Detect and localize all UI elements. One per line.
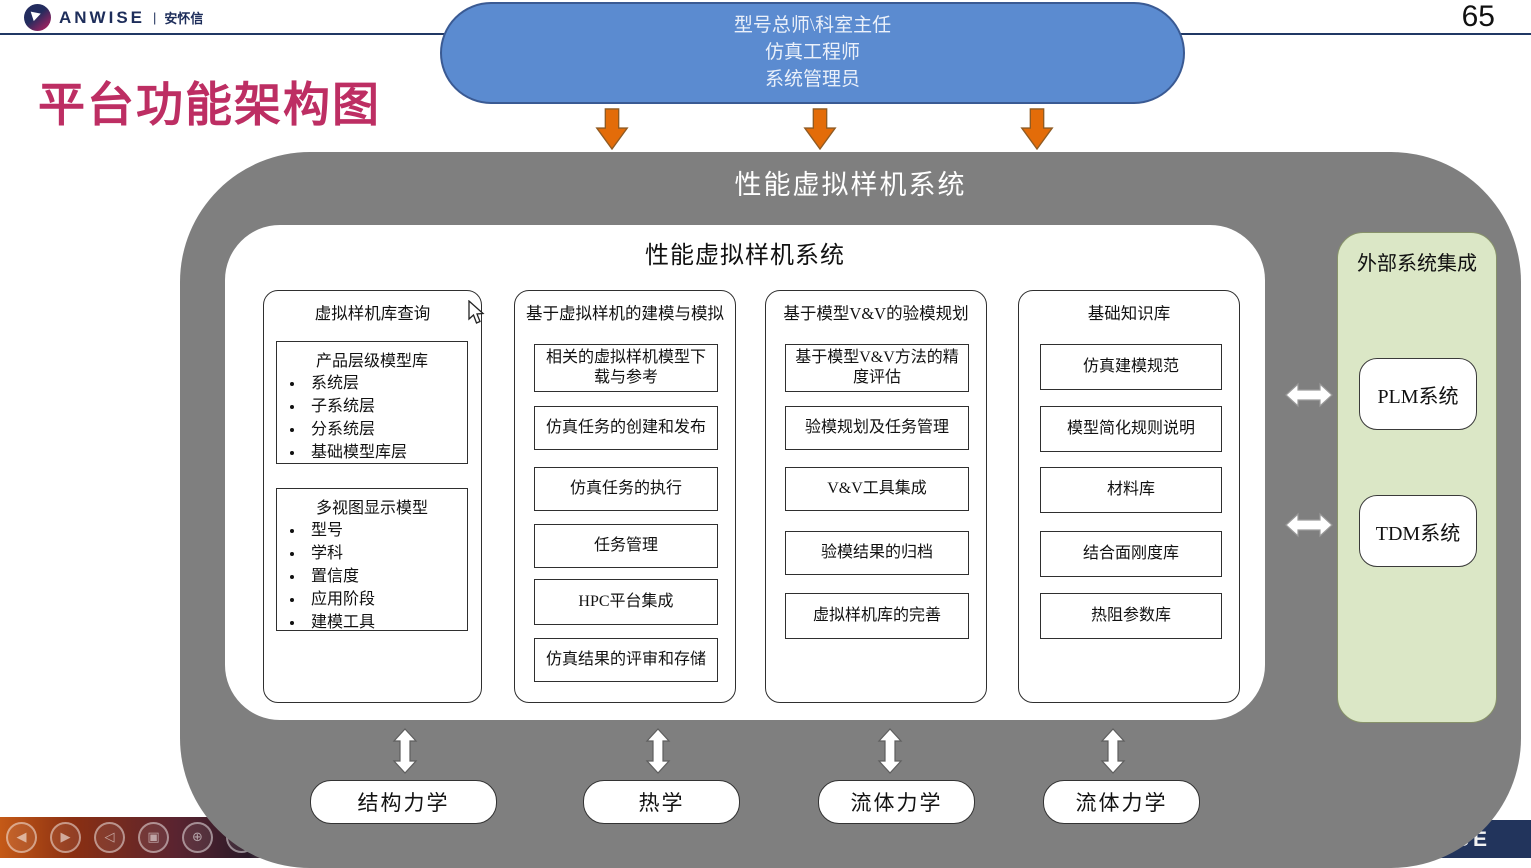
solver-box-thermal[interactable]: 热学 bbox=[583, 780, 740, 824]
function-box[interactable]: 模型简化规则说明 bbox=[1040, 406, 1222, 452]
function-box[interactable]: 热阻参数库 bbox=[1040, 593, 1222, 639]
double-arrow-vertical-icon bbox=[1100, 728, 1126, 774]
function-box[interactable]: 仿真任务的执行 bbox=[534, 467, 718, 511]
bullet-item: 型号 bbox=[305, 519, 463, 542]
function-column-modeling-simulation: 基于虚拟样机的建模与模拟 相关的虚拟样机模型下载与参考 仿真任务的创建和发布 仿… bbox=[514, 290, 736, 703]
tdm-system-box[interactable]: TDM系统 bbox=[1359, 495, 1477, 567]
function-box[interactable]: 任务管理 bbox=[534, 524, 718, 568]
function-box[interactable]: HPC平台集成 bbox=[534, 579, 718, 625]
actors-capsule: 型号总师\科室主任 仿真工程师 系统管理员 bbox=[440, 2, 1185, 104]
system-outer-title: 性能虚拟样机系统 bbox=[734, 170, 967, 200]
function-box[interactable]: 验模结果的归档 bbox=[785, 531, 969, 575]
column-title: 基于虚拟样机的建模与模拟 bbox=[526, 304, 724, 323]
solver-box-fluid-1[interactable]: 流体力学 bbox=[818, 780, 975, 824]
column-title: 虚拟样机库查询 bbox=[314, 304, 431, 323]
function-box[interactable]: 验模规划及任务管理 bbox=[785, 406, 969, 450]
group-bullet-list: 型号 学科 置信度 应用阶段 建模工具 bbox=[281, 519, 463, 634]
zoom-icon[interactable]: ⊕ bbox=[182, 822, 213, 853]
system-inner-title: 性能虚拟样机系统 bbox=[645, 243, 845, 269]
logo-separator: | bbox=[153, 10, 157, 25]
bullet-item: 系统层 bbox=[305, 372, 463, 395]
function-column-library-query: 虚拟样机库查询 产品层级模型库 系统层 子系统层 分系统层 基础模型库层 多视图… bbox=[263, 290, 482, 703]
group-title: 产品层级模型库 bbox=[315, 353, 428, 370]
function-box[interactable]: 相关的虚拟样机模型下载与参考 bbox=[534, 344, 718, 392]
group-bullet-list: 系统层 子系统层 分系统层 基础模型库层 bbox=[281, 372, 463, 464]
function-box[interactable]: 虚拟样机库的完善 bbox=[785, 593, 969, 639]
double-arrow-horizontal-icon bbox=[1285, 382, 1333, 408]
function-column-vv-planning: 基于模型V&V的验模规划 基于模型V&V方法的精度评估 验模规划及任务管理 V&… bbox=[765, 290, 987, 703]
function-column-knowledge-base: 基础知识库 仿真建模规范 模型简化规则说明 材料库 结合面刚度库 热阻参数库 bbox=[1018, 290, 1240, 703]
bullet-item: 分系统层 bbox=[305, 418, 463, 441]
anwise-logo-icon bbox=[24, 4, 51, 31]
function-box[interactable]: 仿真建模规范 bbox=[1040, 344, 1222, 390]
column-title: 基于模型V&V的验模规划 bbox=[783, 304, 969, 323]
double-arrow-vertical-icon bbox=[877, 728, 903, 774]
function-box[interactable]: V&V工具集成 bbox=[785, 467, 969, 511]
down-arrow-icon bbox=[803, 108, 837, 150]
function-box[interactable]: 仿真任务的创建和发布 bbox=[534, 406, 718, 450]
frames-icon[interactable]: ▣ bbox=[138, 822, 169, 853]
group-title: 多视图显示模型 bbox=[315, 500, 428, 517]
page-number: 65 bbox=[1461, 0, 1495, 33]
solver-box-structural[interactable]: 结构力学 bbox=[310, 780, 497, 824]
prev-icon[interactable]: ◀ bbox=[6, 822, 37, 853]
bullet-item: 应用阶段 bbox=[305, 588, 463, 611]
function-box[interactable]: 材料库 bbox=[1040, 467, 1222, 513]
logo-text-cn: 安怀信 bbox=[164, 11, 204, 26]
bullet-item: 子系统层 bbox=[305, 395, 463, 418]
function-box[interactable]: 结合面刚度库 bbox=[1040, 531, 1222, 577]
actor-role: 型号总师\科室主任 bbox=[733, 15, 892, 36]
logo-text-en: ANWISE bbox=[59, 7, 145, 27]
double-arrow-vertical-icon bbox=[645, 728, 671, 774]
actor-role: 仿真工程师 bbox=[764, 42, 860, 63]
next-icon[interactable]: ▶ bbox=[50, 822, 81, 853]
slide-title: 平台功能架构图 bbox=[38, 78, 381, 131]
viewer-controls: ◀ ▶ ◁ ▣ ⊕ ∨ bbox=[6, 822, 257, 853]
double-arrow-horizontal-icon bbox=[1285, 512, 1333, 538]
external-integration-panel: 外部系统集成 bbox=[1337, 232, 1497, 723]
solver-box-fluid-2[interactable]: 流体力学 bbox=[1043, 780, 1200, 824]
bullet-item: 建模工具 bbox=[305, 611, 463, 634]
function-box[interactable]: 仿真结果的评审和存储 bbox=[534, 638, 718, 682]
column-title: 基础知识库 bbox=[1087, 304, 1171, 323]
external-title: 外部系统集成 bbox=[1357, 253, 1477, 275]
plm-system-box[interactable]: PLM系统 bbox=[1359, 358, 1477, 430]
actor-role: 系统管理员 bbox=[764, 69, 860, 90]
bullet-item: 置信度 bbox=[305, 565, 463, 588]
function-box[interactable]: 基于模型V&V方法的精度评估 bbox=[785, 344, 969, 392]
anwise-logo: ANWISE | 安怀信 bbox=[24, 4, 203, 31]
bullet-item: 学科 bbox=[305, 542, 463, 565]
down-arrow-icon bbox=[1020, 108, 1054, 150]
back-icon[interactable]: ◁ bbox=[94, 822, 125, 853]
down-arrow-icon bbox=[595, 108, 629, 150]
bullet-item: 基础模型库层 bbox=[305, 441, 463, 464]
mouse-cursor bbox=[468, 300, 485, 324]
double-arrow-vertical-icon bbox=[392, 728, 418, 774]
group-multiview-model[interactable]: 多视图显示模型 型号 学科 置信度 应用阶段 建模工具 bbox=[276, 488, 468, 631]
group-product-model-library[interactable]: 产品层级模型库 系统层 子系统层 分系统层 基础模型库层 bbox=[276, 341, 468, 464]
